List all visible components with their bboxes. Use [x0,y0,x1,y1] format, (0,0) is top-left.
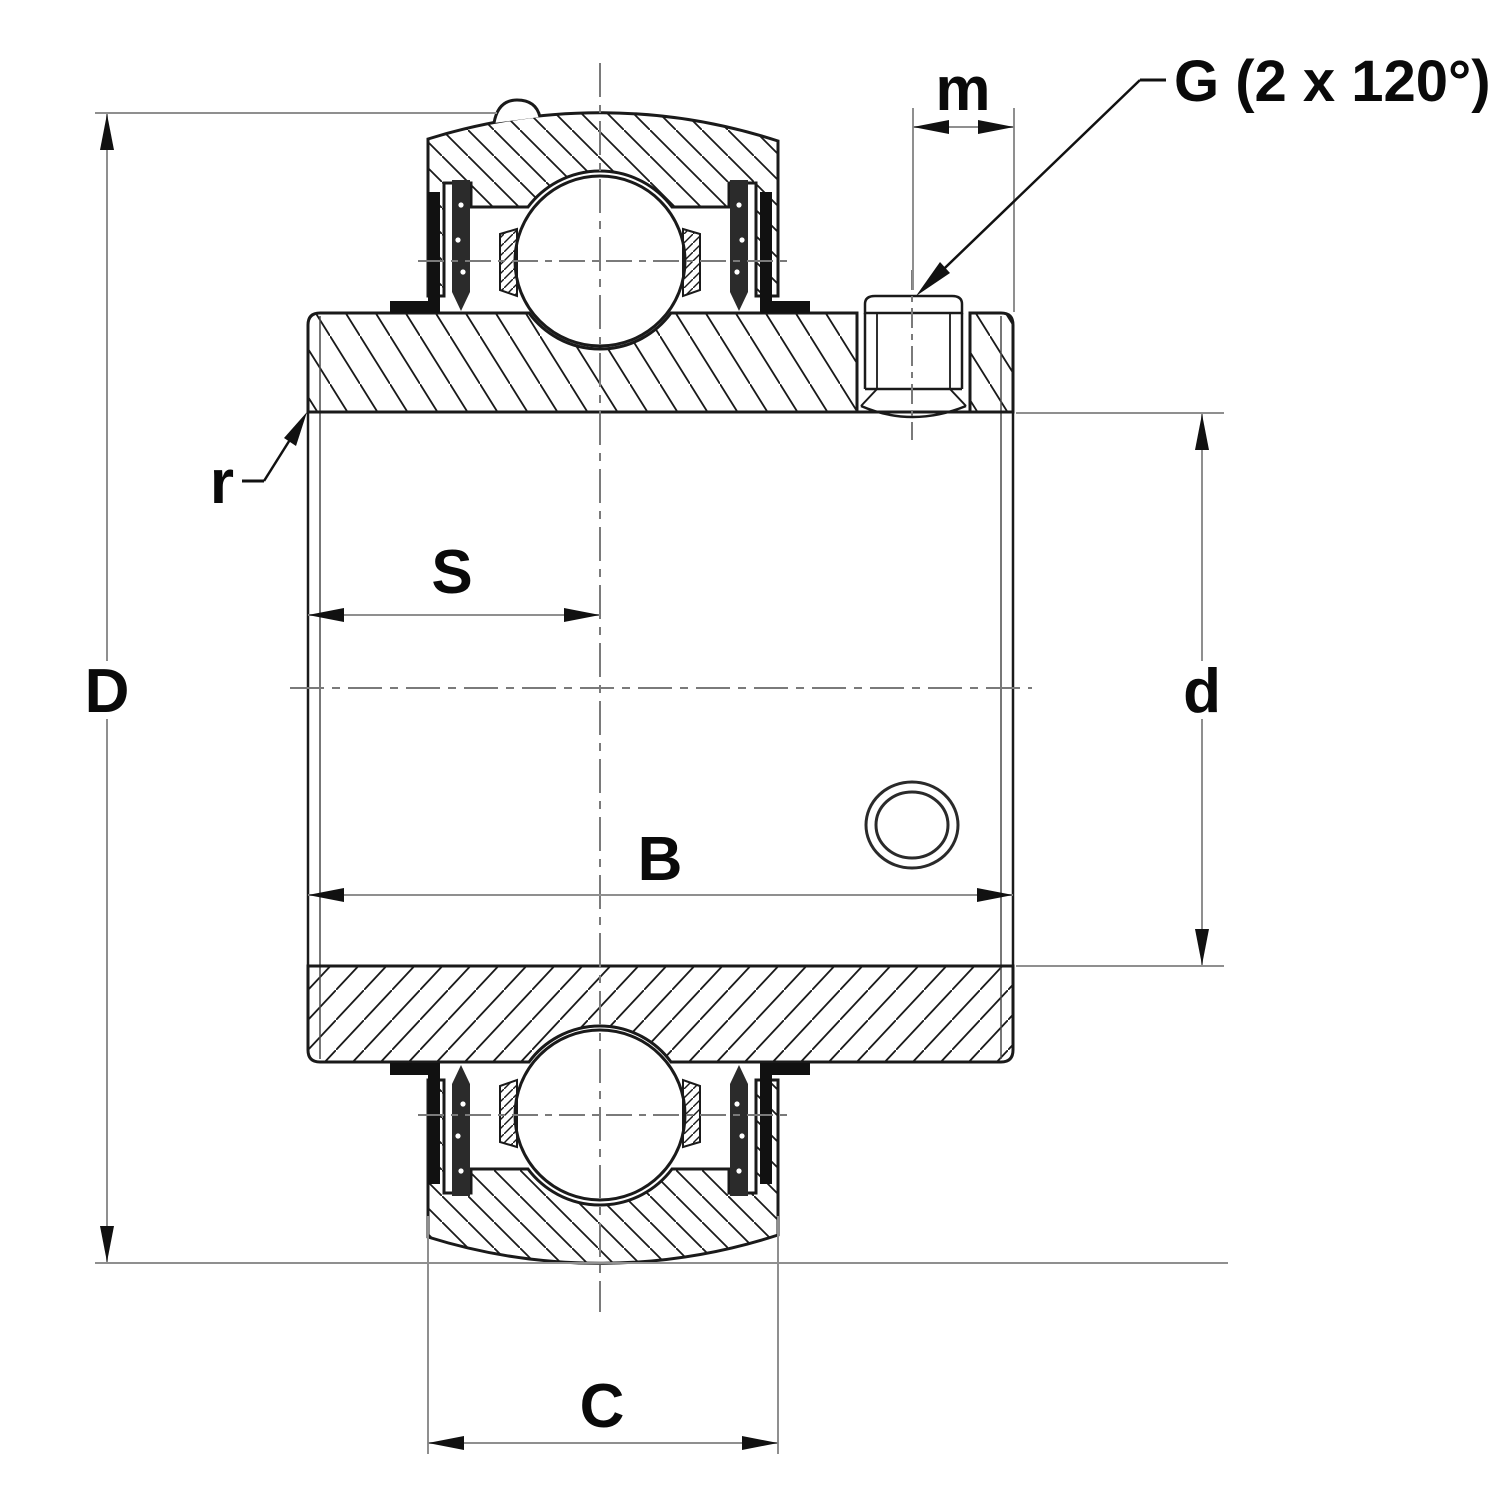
cage-bottom [499,1078,701,1149]
label-D: D [85,657,130,726]
inner-ring-bottom-band [306,964,1015,1064]
dimension-C: C [427,1216,779,1454]
dimension-d: d [1016,412,1224,967]
dimension-S: S [308,538,600,622]
set-screw [855,294,972,419]
seal-top-right [730,180,810,313]
cage-top [499,227,701,298]
dimension-D: D [85,112,1228,1264]
seal-top-left [390,180,470,313]
outer-ring-top-section [426,98,780,298]
label-d: d [1183,657,1221,726]
seal-bottom-left [390,1063,470,1196]
inner-ring-top-band [306,311,1015,414]
label-m: m [935,55,990,124]
centerlines [290,63,1032,1312]
label-S: S [431,538,472,607]
seal-bottom-right [730,1063,810,1196]
label-C: C [580,1372,625,1441]
bore-hole-circle [864,780,960,870]
dimension-B: B [308,825,1013,902]
label-G: G (2 x 120°) [1174,49,1491,114]
dimension-m: m [912,55,1015,312]
lube-hole-bump [492,98,542,124]
leader-r: r [210,412,307,517]
label-B: B [638,825,683,894]
leader-G: G (2 x 120°) [916,49,1491,296]
label-r: r [210,448,234,517]
